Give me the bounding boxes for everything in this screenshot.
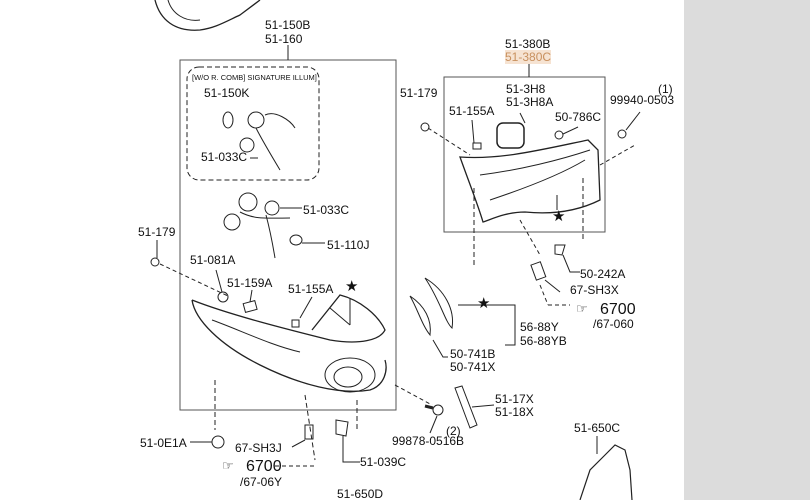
star-icon: ★ [477,295,491,312]
part-label-51-160[interactable]: 51-160 [265,32,303,46]
part-label-51-650d[interactable]: 51-650D [337,487,384,500]
part-label-99878-0516b[interactable]: 99878-0516B [392,434,465,448]
tail-lamp-outer [191,294,387,392]
left-assembly-box [179,59,397,411]
pointing-hand-icon: ☞ [222,458,234,473]
part-label-51-3h8[interactable]: 51-3H8 [506,82,546,96]
part-label-51-17x[interactable]: 51-17X [495,392,534,406]
part-label-51-0e1a[interactable]: 51-0E1A [140,436,187,450]
part-label-56-88y[interactable]: 56-88Y [520,320,559,334]
part-label-99940-0503[interactable]: 99940-0503 [610,93,675,107]
headlamp-fragment [154,0,261,31]
part-label-67-sh3j[interactable]: 67-SH3J [235,441,282,455]
part-label-51-150b[interactable]: 51-150B [265,18,311,32]
ref-6700-right[interactable]: 6700 [600,301,636,318]
star-icon: ★ [552,208,566,225]
ref-sub-67-06y[interactable]: /67-06Y [240,475,283,489]
rear-lamp-body [459,139,601,223]
ref-6700-left[interactable]: 6700 [246,458,282,475]
part-label-51-155a-left[interactable]: 51-155A [288,282,334,296]
part-label-51-3h8a[interactable]: 51-3H8A [506,95,554,109]
part-label-56-88yb[interactable]: 56-88YB [520,334,567,348]
part-label-51-155a-right[interactable]: 51-155A [449,104,495,118]
part-label-51-18x[interactable]: 51-18X [495,405,534,419]
part-label-51-033c-inset[interactable]: 51-033C [201,150,248,164]
part-label-51-179-left[interactable]: 51-179 [138,225,176,239]
part-label-50-741x[interactable]: 50-741X [450,360,496,374]
part-label-51-033c[interactable]: 51-033C [303,203,350,217]
part-label-51-039c[interactable]: 51-039C [360,455,407,469]
part-label-50-741b[interactable]: 50-741B [450,347,496,361]
part-label-51-380b[interactable]: 51-380B [505,37,551,51]
pointing-hand-icon: ☞ [576,301,588,316]
inset-caption: [W/O R. COMB] SIGNATURE ILLUM] [192,73,317,82]
part-label-51-150k[interactable]: 51-150K [204,86,250,100]
part-label-51-650c[interactable]: 51-650C [574,421,621,435]
right-assembly-box [443,76,606,233]
part-label-50-242a[interactable]: 50-242A [580,267,626,281]
part-label-51-179-right[interactable]: 51-179 [400,86,438,100]
part-label-51-380c-highlighted[interactable]: 51-380C [505,50,552,64]
part-label-51-110j[interactable]: 51-110J [327,238,370,252]
quantity-label: (1) [658,82,673,96]
star-icon: ★ [345,278,359,295]
part-label-51-159a[interactable]: 51-159A [227,276,273,290]
empty-side-panel [684,0,810,500]
quantity-label: (2) [446,424,461,438]
ref-sub-67-060[interactable]: /67-060 [593,317,634,331]
part-label-67-sh3x[interactable]: 67-SH3X [570,283,619,297]
part-label-50-786c[interactable]: 50-786C [555,110,602,124]
part-label-51-081a[interactable]: 51-081A [190,253,236,267]
inset-dashed-box [186,66,320,181]
